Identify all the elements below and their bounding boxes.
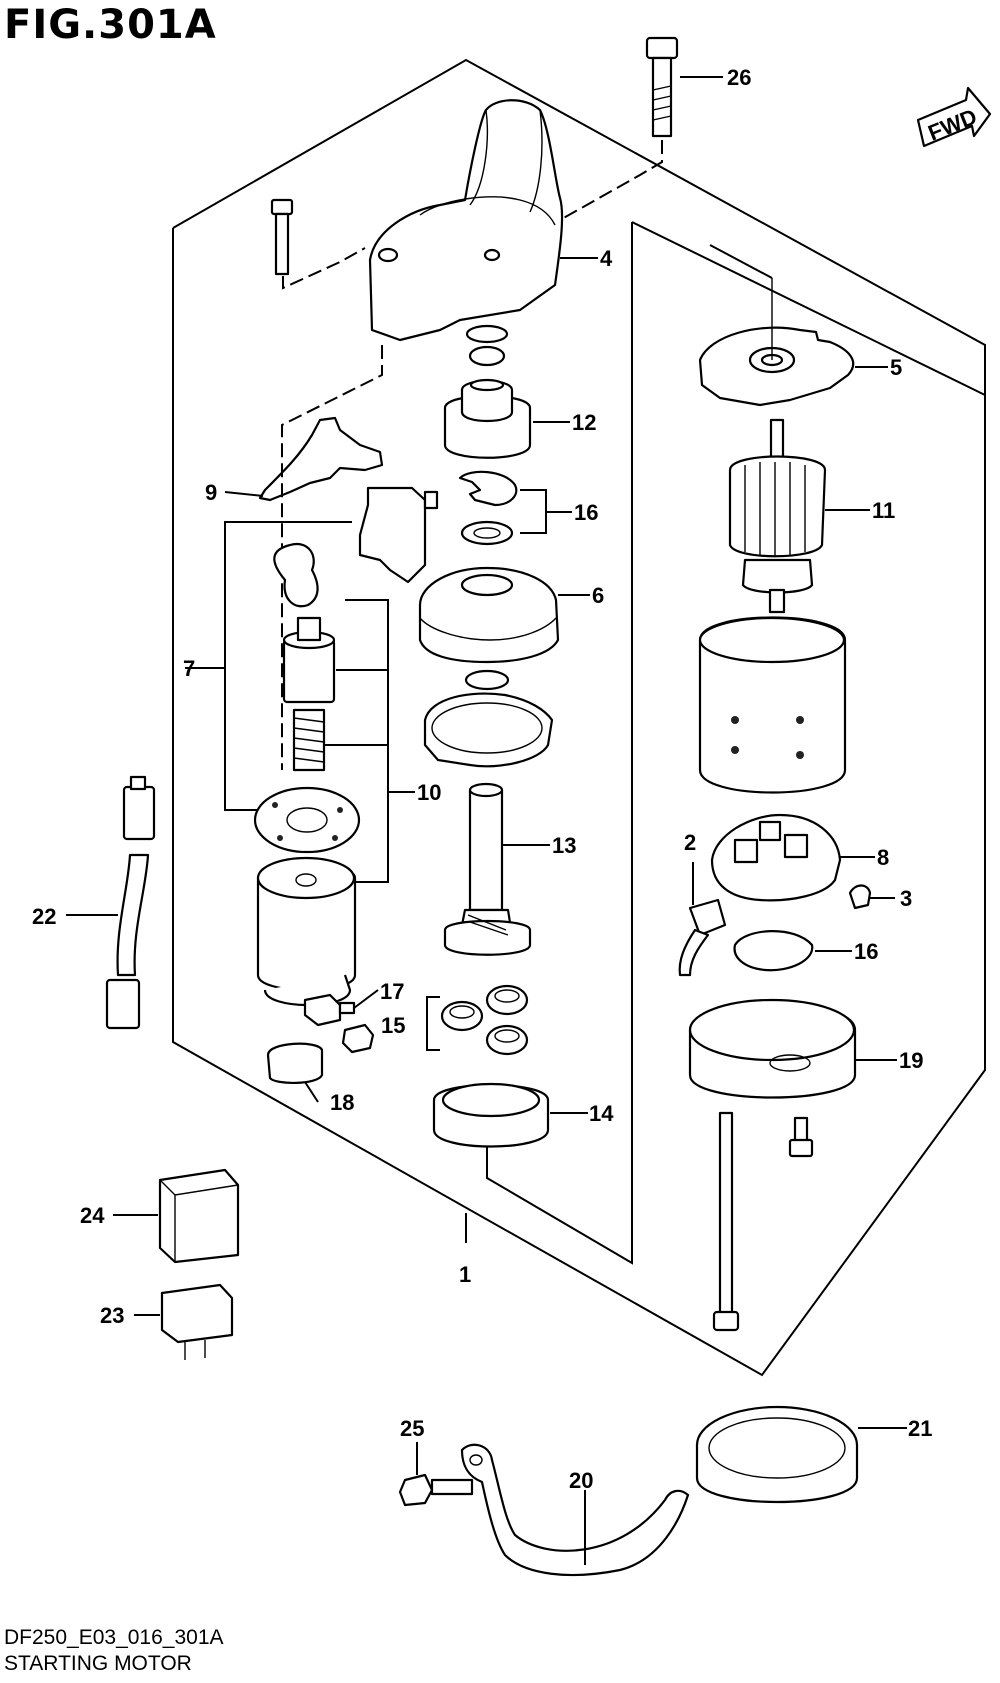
clip-3 [848,884,872,910]
return-spring-10 [292,708,326,772]
plate-5 [698,326,855,407]
shaft-13 [443,782,532,956]
callout-22: 22 [32,904,56,929]
callout-21: 21 [908,1416,932,1441]
solenoid-cap-7 [358,486,439,584]
gasket-plate-10 [253,786,361,854]
leader-17 [353,989,379,1009]
callout-26: 26 [727,65,751,90]
end-cover-19 [688,998,857,1099]
callout-23: 23 [100,1303,124,1328]
bracket-7 [224,521,352,811]
clip-18 [266,1042,324,1084]
relay-23 [160,1283,234,1360]
pinion-gear-12 [443,378,532,459]
drawing-code: DF250_E03_016_301A [4,1626,224,1649]
callout-16-lower: 16 [854,939,878,964]
callout-25: 25 [400,1416,424,1441]
leader-5-axis-upper [709,244,773,279]
drive-housing-4 [368,99,564,342]
terminal-bolt-17 [303,993,356,1027]
bracket-16-upper [520,489,547,534]
leader-9 [224,491,264,497]
callout-2: 2 [684,830,696,855]
lead-wire-2 [678,898,727,977]
callout-18: 18 [330,1090,354,1115]
assembly-boundary-outer [172,58,986,1377]
spring-wire-7 [273,542,319,608]
callout-13: 13 [552,833,576,858]
callout-24: 24 [80,1203,105,1228]
callout-12: 12 [572,410,596,435]
assembly-boundary-inner-left [486,222,633,1265]
snap-ring-lower [468,345,506,367]
relay-24 [158,1168,240,1264]
callout-11: 11 [872,498,895,523]
callout-9: 9 [205,480,217,505]
callout-6: 6 [592,583,604,608]
screw-small [788,1116,814,1158]
figure-caption: STARTING MOTOR [4,1652,192,1675]
bolt-small-left [270,198,294,276]
snap-ring-upper [465,324,509,344]
washer-small [464,669,510,691]
bolt-25 [398,1473,474,1507]
callout-17: 17 [380,979,404,1004]
callout-5: 5 [890,355,902,380]
assembly-dashline-lever [281,345,383,770]
callout-1: 1 [459,1262,471,1287]
planetary-gears-15 [440,984,529,1056]
callout-7: 7 [183,656,195,681]
brush-holder-8 [710,813,842,902]
plunger-10 [282,616,336,704]
solenoid-body [256,856,357,1007]
callout-15: 15 [381,1013,405,1038]
through-bolt [712,1111,740,1332]
callout-14: 14 [589,1101,614,1126]
band-21 [695,1405,859,1503]
lock-plate-16 [733,930,814,972]
callout-10: 10 [417,780,441,805]
yoke-housing [698,616,847,794]
callout-20: 20 [569,1468,593,1493]
wire-harness-22 [105,775,156,1030]
assembly-dashline-small-bolt [282,247,366,290]
callout-16-upper: 16 [574,500,598,525]
callout-8: 8 [877,845,889,870]
nut [341,1023,375,1054]
strap-20 [460,1443,690,1577]
bracket-15 [426,996,440,1051]
callout-4: 4 [600,246,613,271]
internal-gear-14 [432,1082,550,1148]
bolt-26 [645,36,679,138]
fwd-arrow-icon: FWD [916,86,992,148]
bracket-10 [345,599,389,883]
lever-9 [258,416,384,502]
washer-16 [460,520,514,546]
gasket-ring [423,692,554,768]
callout-3: 3 [900,886,912,911]
figure-title: FIG.301A [4,2,217,48]
assembly-boundary-inner [631,221,986,396]
callout-19: 19 [899,1048,923,1073]
e-ring-16 [458,470,518,507]
armature-11 [728,418,827,614]
housing-6 [418,566,560,664]
leader-18 [304,1081,319,1103]
